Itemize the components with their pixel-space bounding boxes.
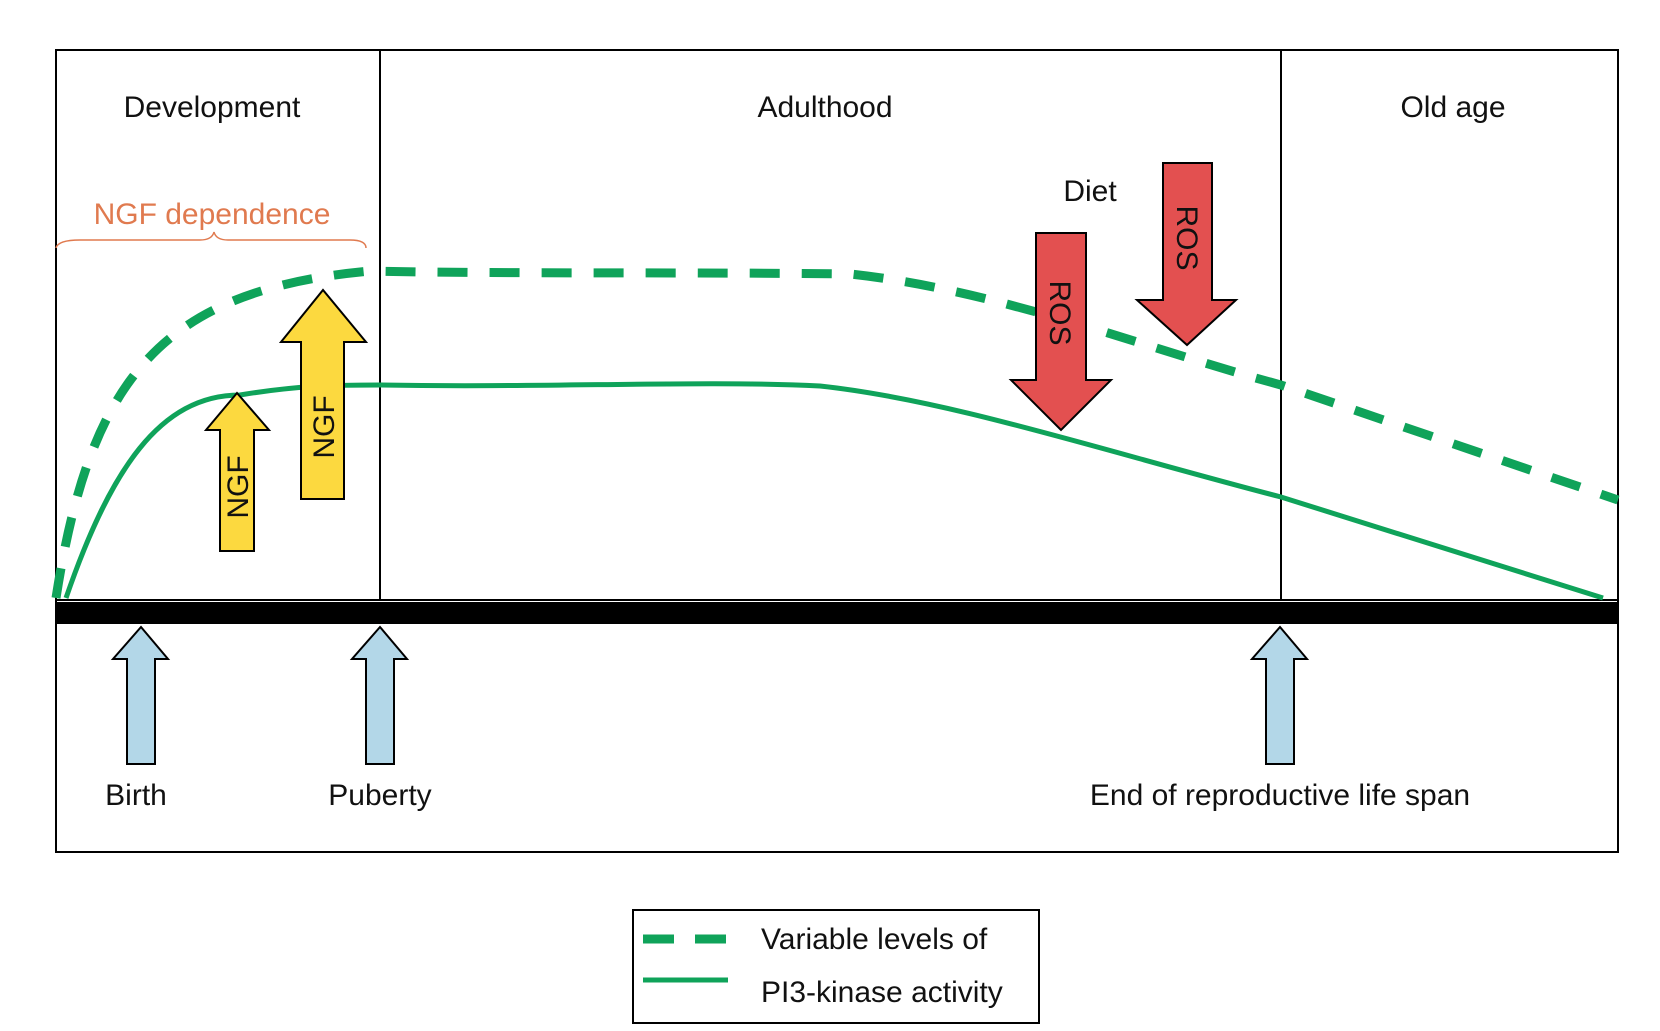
phase-label-old-age: Old age <box>1400 91 1505 124</box>
phase-label-adulthood: Adulthood <box>757 91 892 124</box>
ngf-arrow-large-label: NGF <box>308 395 341 458</box>
timeline-bar <box>56 602 1618 624</box>
milestone-arrow-puberty <box>349 625 410 765</box>
legend: Variable levels of PI3-kinase activity <box>632 909 1040 1024</box>
curve-variable-dashed <box>51 266 1620 599</box>
milestone-label-puberty: Puberty <box>328 779 431 812</box>
diet-label: Diet <box>1063 175 1117 208</box>
ros-arrow-left: ROS <box>1008 232 1114 432</box>
milestone-label-birth: Birth <box>105 779 167 812</box>
ngf-arrow-large: NGF <box>278 288 369 500</box>
milestone-label-end-reproductive: End of reproductive life span <box>1090 779 1470 812</box>
ngf-arrow-small: NGF <box>203 391 272 552</box>
ngf-dependence-label: NGF dependence <box>94 198 331 231</box>
ros-arrow-left-label: ROS <box>1043 280 1076 345</box>
curve-pi3k-solid <box>63 381 1604 601</box>
diagram-frame <box>55 49 1619 853</box>
ros-arrow-right: ROS <box>1134 162 1239 347</box>
legend-line1: Variable levels of <box>761 923 988 956</box>
ngf-arrow-small-label: NGF <box>222 455 255 518</box>
legend-box <box>632 909 1040 1024</box>
phase-label-development: Development <box>124 91 301 124</box>
milestone-arrow-end-reproductive <box>1249 625 1310 765</box>
ngf-dependence-brace <box>55 231 367 249</box>
legend-line2: PI3-kinase activity <box>761 976 1003 1009</box>
milestone-arrow-birth <box>110 625 171 765</box>
ros-arrow-right-label: ROS <box>1170 205 1203 270</box>
